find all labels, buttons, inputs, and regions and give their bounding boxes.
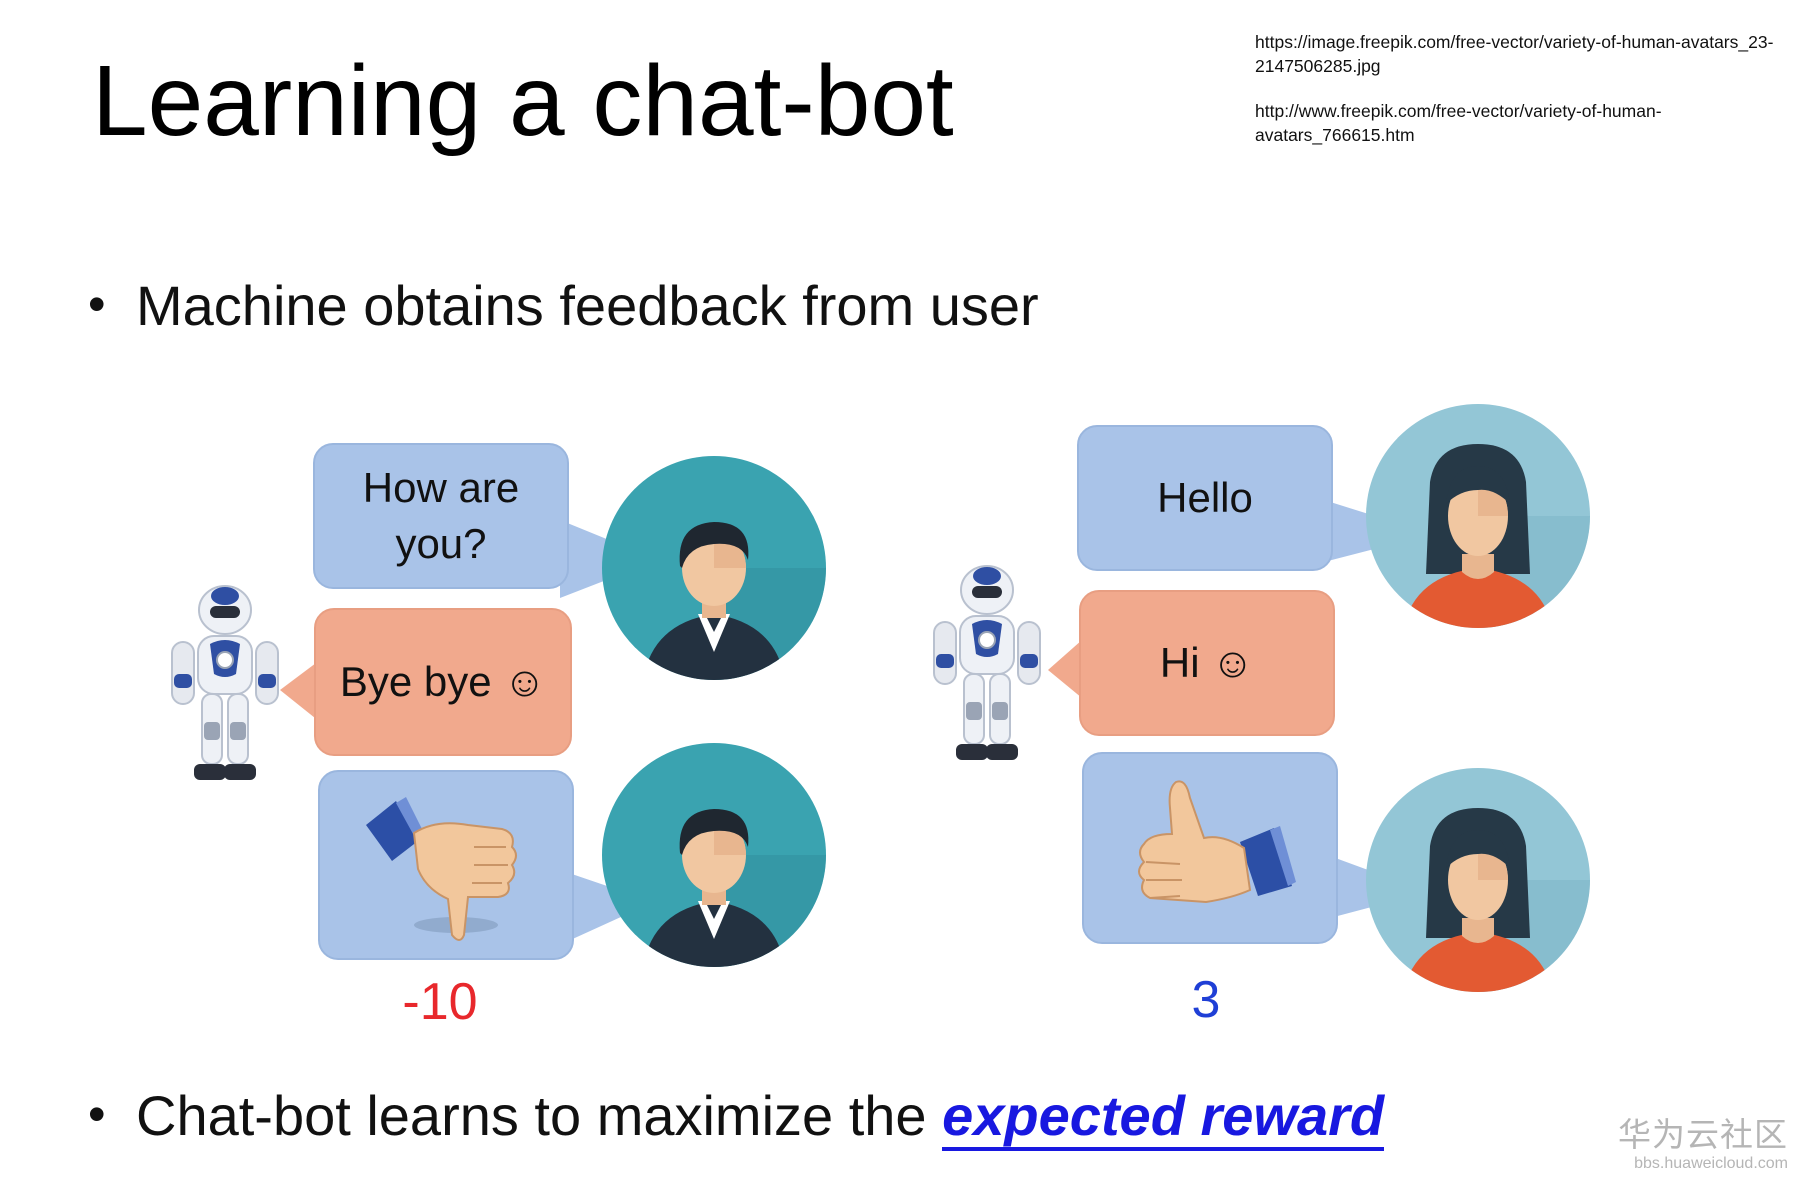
feedback-bubble [1082, 752, 1338, 944]
bullet-dot: • [88, 276, 106, 332]
user-message-line-2: you? [395, 520, 487, 567]
user-message-bubble: How are you? [313, 443, 569, 589]
feedback-bubble [318, 770, 574, 960]
robot-icon [171, 585, 279, 780]
female-avatar-icon [1366, 768, 1590, 992]
robot-icon [933, 565, 1041, 760]
user-message-line-1: How are [362, 464, 520, 511]
user-message-bubble: Hello [1077, 425, 1333, 571]
image-credit-1: https://image.freepik.com/free-vector/va… [1255, 32, 1774, 76]
bullet-dot: • [88, 1086, 106, 1142]
reward-value-negative: -10 [402, 973, 478, 1031]
thumbs-down-icon [366, 797, 517, 941]
watermark: 华为云社区 bbs.huaweicloud.com [1608, 1116, 1788, 1174]
bubble-tail [1048, 640, 1082, 698]
bot-reply-bubble: Hi ☺ [1079, 590, 1335, 736]
female-avatar-icon [1366, 404, 1590, 628]
male-avatar-icon [602, 743, 826, 967]
thumbs-up-icon [1138, 780, 1296, 904]
user-message-text: Hello [1157, 474, 1253, 521]
bullet-feedback: • Machine obtains feedback from user [88, 272, 1039, 339]
bubble-tail [566, 872, 654, 942]
image-credit-2: http://www.freepik.com/free-vector/varie… [1255, 101, 1662, 145]
bullet-objective-text: Chat-bot learns to maximize the [136, 1084, 943, 1147]
bubble-tail [280, 660, 320, 722]
slide-title: Learning a chat-bot [92, 45, 954, 157]
bot-reply-text: Bye bye ☺ [339, 658, 547, 705]
bot-reply-bubble: Bye bye ☺ [314, 608, 572, 756]
male-avatar-icon [602, 456, 826, 680]
bullet-objective: • Chat-bot learns to maximize the expecte… [88, 1082, 1385, 1151]
bullet-feedback-text: Machine obtains feedback from user [136, 274, 1039, 337]
image-credits: https://image.freepik.com/free-vector/va… [1255, 30, 1775, 168]
watermark-url: bbs.huaweicloud.com [1634, 1155, 1788, 1172]
bot-reply-text: Hi ☺ [1159, 639, 1255, 686]
expected-reward-link[interactable]: expected reward [942, 1084, 1385, 1151]
watermark-brand: 华为云社区 [1618, 1115, 1788, 1154]
reward-value-positive: 3 [1191, 971, 1221, 1029]
